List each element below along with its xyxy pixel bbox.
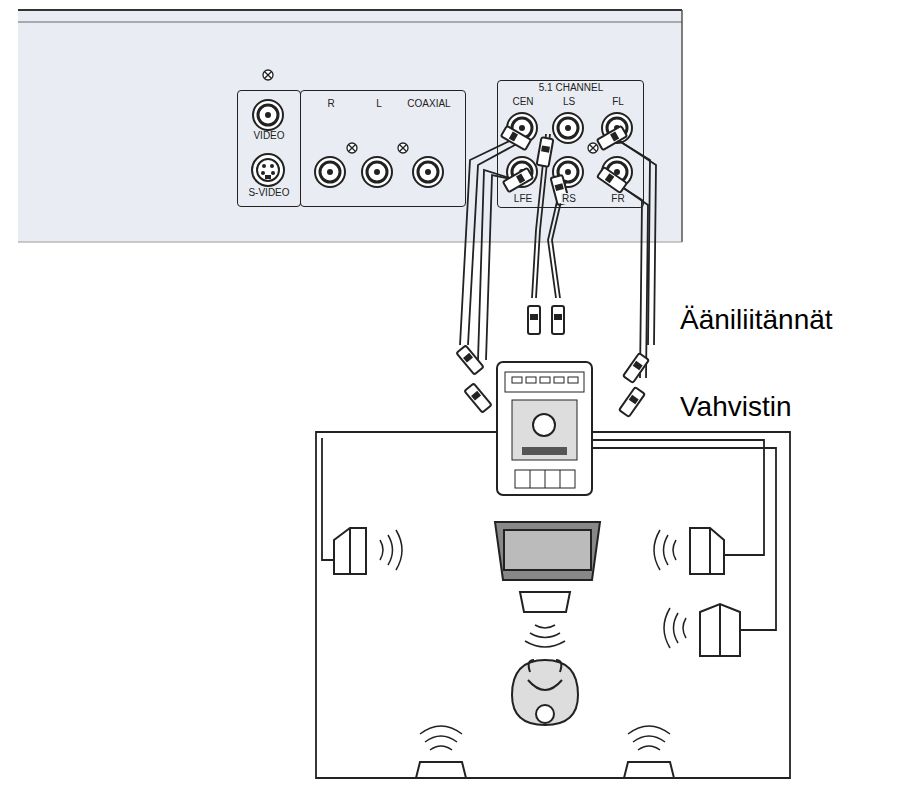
- jack-label: R: [326, 98, 335, 109]
- listener: [512, 660, 578, 725]
- speakers: [334, 522, 740, 778]
- group-heading: 5.1 CHANNEL: [538, 82, 604, 93]
- jack-label: S-VIDEO: [247, 187, 290, 198]
- jack-label: LS: [562, 96, 576, 107]
- jack-label: COAXIAL: [406, 98, 451, 109]
- jack-label: FL: [611, 96, 625, 107]
- jack-label: CEN: [511, 96, 534, 107]
- jacks: [252, 70, 632, 187]
- jack-label: LFE: [513, 193, 533, 204]
- rca-plugs: [456, 126, 649, 417]
- jack-label: FR: [610, 193, 625, 204]
- amplifier: [497, 362, 592, 495]
- cable-label: Ääniliitännät: [680, 305, 833, 336]
- jack-label: RS: [561, 193, 577, 204]
- connector-panel: 5.1 CHANNEL CEN LS FL LFE RS FR: [497, 80, 644, 208]
- rear-panel: [18, 10, 682, 242]
- amplifier-label: Vahvistin: [680, 392, 792, 423]
- jack-label: L: [375, 98, 383, 109]
- jack-group: R L COAXIAL: [300, 90, 466, 207]
- speaker-wires: [316, 432, 790, 778]
- audio-cables: [460, 134, 656, 378]
- jack-label: VIDEO: [252, 130, 285, 141]
- jack-group: VIDEO S-VIDEO: [237, 90, 301, 207]
